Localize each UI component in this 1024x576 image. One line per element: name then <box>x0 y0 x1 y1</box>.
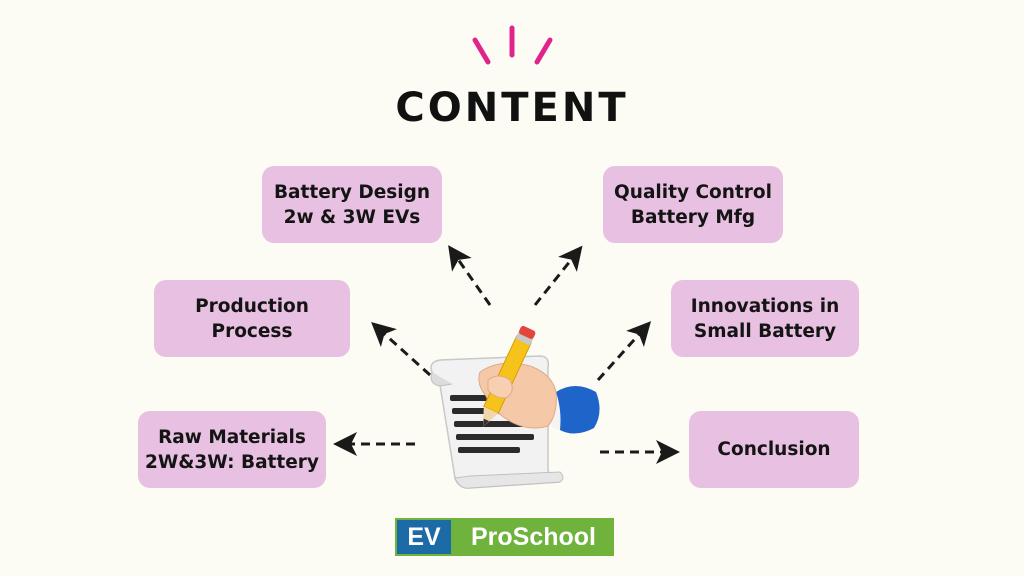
topic-innovations: Innovations in Small Battery <box>671 280 859 357</box>
topic-label: Process <box>211 320 293 342</box>
logo-proschool: ProSchool <box>453 518 614 556</box>
topic-label: Small Battery <box>693 320 837 342</box>
logo-ev: EV <box>395 518 453 556</box>
topic-label: Production <box>195 295 309 317</box>
arrow-to-production <box>371 321 432 377</box>
topic-label: Conclusion <box>717 439 831 460</box>
page-title: CONTENT <box>395 85 629 131</box>
ev-proschool-logo: EV ProSchool <box>395 518 614 556</box>
arrow-to-innovations <box>596 321 652 382</box>
topic-label: Innovations in <box>690 295 840 317</box>
topic-battery-design: Battery Design 2w & 3W EVs <box>262 166 442 243</box>
topic-label: Raw Materials <box>158 426 306 448</box>
topic-conclusion: Conclusion <box>689 411 859 488</box>
topic-label: Battery Design <box>273 181 431 203</box>
arrow-to-battery-design <box>448 245 492 306</box>
topic-production-process: Production Process <box>154 280 350 357</box>
arrow-to-quality-control <box>533 245 583 306</box>
topic-quality-control: Quality Control Battery Mfg <box>603 166 783 243</box>
topic-label: Quality Control <box>614 181 772 203</box>
topic-raw-materials: Raw Materials 2W&3W: Battery <box>138 411 326 488</box>
topic-label: Battery Mfg <box>630 206 756 228</box>
topic-label: 2w & 3W EVs <box>283 206 421 228</box>
sparkle-icon <box>472 25 553 65</box>
topic-label: 2W&3W: Battery <box>145 451 319 473</box>
hand-writing-pencil-icon <box>430 325 600 489</box>
